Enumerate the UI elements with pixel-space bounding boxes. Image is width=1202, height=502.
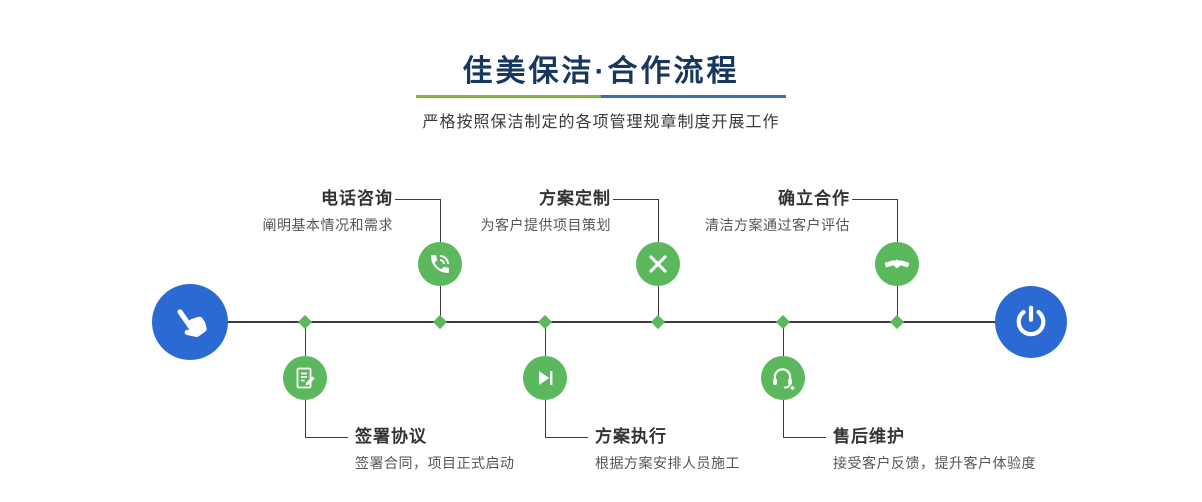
timeline-diamond-marker	[432, 314, 448, 330]
headset-icon	[773, 368, 795, 390]
phone-icon	[431, 255, 449, 273]
connector-line	[395, 199, 440, 200]
connector-line	[783, 400, 784, 437]
divider-blue-segment	[601, 95, 786, 98]
timeline-diamond-marker	[650, 314, 666, 330]
connector-line	[897, 199, 898, 242]
step-title: 电话咨询	[321, 189, 393, 208]
step-label-aftersales: 售后维护 接受客户反馈，提升客户体验度	[833, 427, 1036, 472]
timeline-diamond-marker	[297, 314, 313, 330]
step-title: 方案定制	[539, 189, 611, 208]
step-label-contract: 签署协议 签署合同，项目正式启动	[355, 427, 515, 472]
step-label-phone: 电话咨询 阐明基本情况和需求	[263, 189, 394, 234]
step-label-handshake: 确立合作 清洁方案通过客户评估	[705, 189, 850, 234]
step-desc: 阐明基本情况和需求	[262, 217, 393, 233]
connector-line	[783, 437, 826, 438]
connector-line	[852, 199, 897, 200]
step-desc: 签署合同，项目正式启动	[355, 455, 515, 471]
step-label-design: 方案定制 为客户提供项目策划	[481, 189, 612, 234]
step-label-execute: 方案执行 根据方案安排人员施工	[595, 427, 740, 472]
timeline-diamond-marker	[537, 314, 553, 330]
connector-line	[305, 437, 348, 438]
step-desc: 接受客户反馈，提升客户体验度	[833, 455, 1036, 471]
page-subtitle: 严格按照保洁制定的各项管理规章制度开展工作	[422, 114, 780, 131]
power-icon	[1016, 305, 1046, 337]
connector-line	[545, 437, 588, 438]
timeline-line	[190, 321, 1032, 323]
timeline-end-node	[995, 286, 1067, 358]
connector-line	[897, 286, 898, 322]
connector-line	[545, 323, 546, 356]
connector-line	[658, 199, 659, 242]
connector-line	[613, 199, 658, 200]
step-node-design	[636, 242, 680, 286]
contract-icon	[296, 367, 315, 389]
design-icon	[649, 255, 667, 273]
step-node-phone	[418, 242, 462, 286]
step-desc: 根据方案安排人员施工	[595, 455, 740, 471]
connector-line	[783, 323, 784, 356]
connector-line	[440, 286, 441, 322]
step-title: 签署协议	[355, 427, 427, 446]
connector-line	[545, 400, 546, 437]
timeline-diamond-marker	[889, 314, 905, 330]
divider-green-segment	[416, 95, 601, 98]
step-node-execute	[523, 356, 567, 400]
handshake-icon	[884, 259, 910, 268]
timeline-start-node	[152, 284, 228, 360]
title-divider	[416, 95, 786, 98]
connector-line	[305, 400, 306, 437]
connector-line	[440, 199, 441, 242]
connector-line	[658, 286, 659, 322]
step-desc: 清洁方案通过客户评估	[705, 217, 850, 233]
connector-line	[305, 323, 306, 356]
step-title: 售后维护	[833, 427, 905, 446]
step-node-handshake	[875, 242, 919, 286]
step-title: 确立合作	[778, 189, 850, 208]
step-title: 方案执行	[595, 427, 667, 446]
timeline-diamond-marker	[775, 314, 791, 330]
pointer-hand-icon	[177, 309, 207, 337]
page-title: 佳美保洁·合作流程	[462, 55, 740, 88]
step-desc: 为客户提供项目策划	[480, 217, 611, 233]
play-icon	[539, 371, 553, 385]
step-node-aftersales	[761, 356, 805, 400]
step-node-contract	[283, 356, 327, 400]
